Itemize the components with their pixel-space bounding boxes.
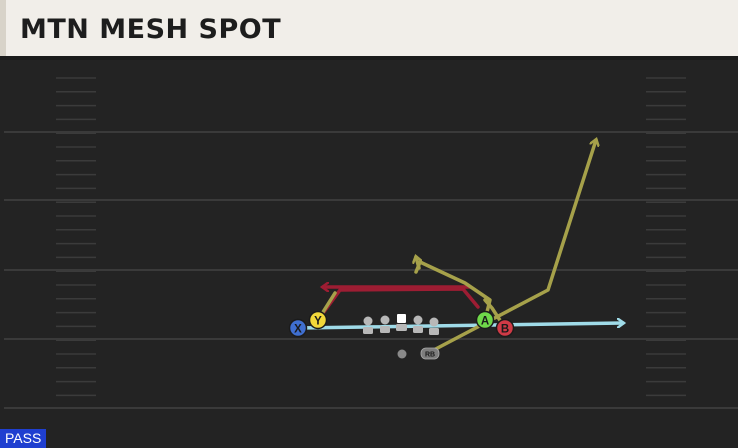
play-title: MTN MESH SPOT xyxy=(20,14,282,45)
route-x xyxy=(296,323,623,330)
title-bar: MTN MESH SPOT xyxy=(0,0,738,60)
lineman xyxy=(380,315,390,333)
player-x: X xyxy=(288,318,308,338)
player-x-label: X xyxy=(294,324,302,336)
play-type-badge: PASS xyxy=(0,429,47,448)
player-y-label: Y xyxy=(314,316,322,328)
lineman xyxy=(429,317,439,335)
hash-marks xyxy=(56,77,686,397)
yard-lines xyxy=(4,131,738,409)
route-rb xyxy=(428,140,596,354)
lineman xyxy=(363,316,373,334)
offensive-line xyxy=(363,314,439,335)
field-turf xyxy=(0,60,738,448)
field-diagram: RB X Y A B xyxy=(0,60,738,448)
player-rb-label: RB xyxy=(425,352,435,359)
player-b-label: B xyxy=(501,324,509,336)
quarterback-icon xyxy=(397,349,407,359)
player-a: A xyxy=(475,310,495,330)
player-a-label: A xyxy=(481,316,489,328)
player-y: Y xyxy=(308,310,328,330)
route-a-tip xyxy=(416,257,419,270)
player-b: B xyxy=(495,318,515,338)
title-accent xyxy=(0,0,6,56)
player-rb: RB xyxy=(420,347,440,360)
lineman xyxy=(413,315,423,333)
center xyxy=(396,314,407,331)
